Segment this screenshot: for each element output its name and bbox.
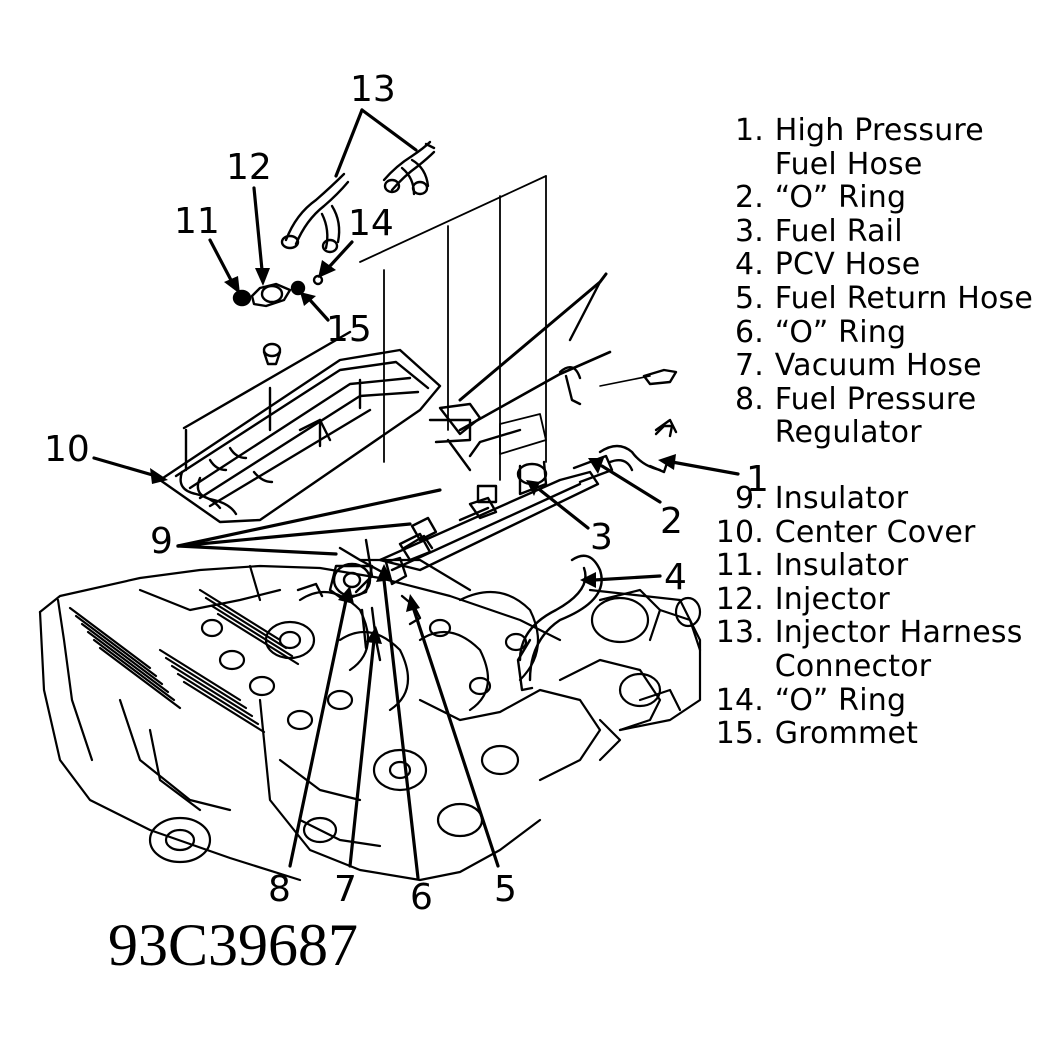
- legend-item-1: 1. High Pressure Fuel Hose: [734, 113, 984, 182]
- legend-item-12: 12. Injector: [715, 581, 890, 617]
- legend-item-11: 11. Insulator: [715, 548, 909, 584]
- legend-item-4: 4. PCV Hose: [734, 247, 921, 283]
- callout-3: 3: [590, 517, 613, 558]
- callout-2: 2: [660, 501, 683, 542]
- harness-connector: [280, 140, 436, 254]
- callout-14: 14: [348, 203, 394, 244]
- legend-item-7: 7. Vacuum Hose: [734, 348, 982, 384]
- regulator-area: [296, 484, 498, 662]
- callout-6: 6: [410, 877, 433, 918]
- fuel-rail: [338, 175, 678, 594]
- legend-item-2: 2. “O” Ring: [734, 180, 907, 216]
- engine-block: [38, 558, 702, 882]
- injector-parts: [232, 274, 324, 308]
- center-cover: [158, 330, 442, 524]
- callout-4: 4: [664, 557, 687, 598]
- legend-item-13: 13. Injector Harness Connector: [715, 615, 1023, 684]
- callout-13: 13: [350, 69, 396, 110]
- legend-item-5: 5. Fuel Return Hose: [734, 280, 1033, 316]
- legend-item-8: 8. Fuel Pressure Regulator: [734, 381, 977, 451]
- callout-1: 1: [746, 459, 769, 500]
- callout-9: 9: [150, 521, 173, 562]
- parts-legend: 1. High Pressure Fuel Hose 2. “O” Ring 3…: [712, 114, 1042, 751]
- legend-item-14: 14. “O” Ring: [715, 682, 907, 718]
- legend-item-3: 3. Fuel Rail: [734, 213, 903, 249]
- figure-id: 93C39687: [108, 912, 359, 978]
- callout-10: 10: [44, 429, 90, 470]
- legend-item-9: 9. Insulator: [734, 480, 909, 516]
- callout-15: 15: [326, 309, 372, 350]
- legend-item-15: 15. Grommet: [715, 716, 919, 752]
- legend-item-10: 10. Center Cover: [715, 514, 976, 550]
- callout-7: 7: [334, 869, 357, 910]
- callout-11: 11: [174, 201, 220, 242]
- leader-lines: [92, 108, 740, 880]
- legend-item-6: 6. “O” Ring: [734, 314, 907, 350]
- callout-8: 8: [268, 869, 291, 910]
- callout-5: 5: [494, 869, 517, 910]
- callout-12: 12: [226, 147, 272, 188]
